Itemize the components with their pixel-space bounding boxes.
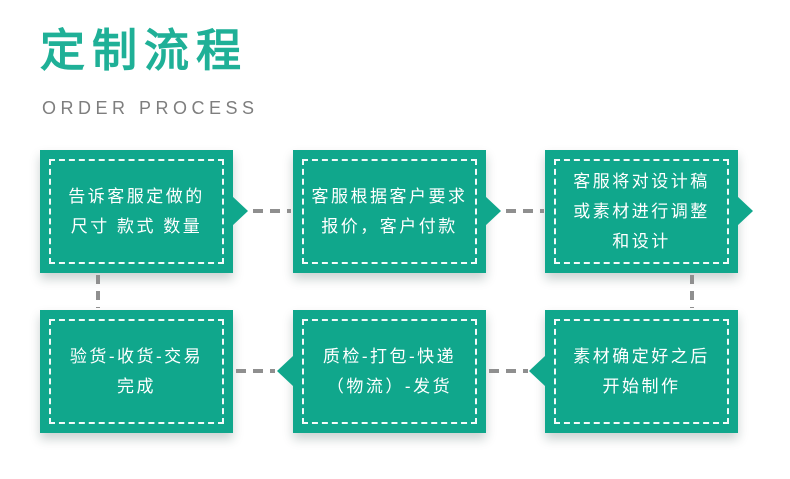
arrow-right-icon <box>232 196 248 226</box>
arrow-left-icon <box>277 356 293 386</box>
step-text-line: 完成 <box>117 376 156 396</box>
page-title: 定制流程 <box>40 25 249 76</box>
flow-step-6: 素材确定好之后 开始制作 <box>545 310 738 433</box>
page-subtitle: ORDER PROCESS <box>42 98 259 118</box>
step-text-line: 质检-打包-快递 <box>322 346 457 366</box>
dashed-connector-horizontal <box>506 209 544 213</box>
step-text-line: 或素材进行调整 <box>573 201 710 221</box>
dashed-inner-border: 告诉客服定做的 尺寸 款式 数量 <box>49 159 224 264</box>
step-text-line: 和设计 <box>612 231 671 251</box>
step-text-line: 验货-收货-交易 <box>69 346 204 366</box>
dashed-inner-border: 客服将对设计稿 或素材进行调整 和设计 <box>554 159 729 264</box>
step-text-line: 报价，客户付款 <box>321 216 458 236</box>
arrow-left-icon <box>529 356 545 386</box>
dashed-inner-border: 验货-收货-交易 完成 <box>49 319 224 424</box>
flow-step-3: 客服将对设计稿 或素材进行调整 和设计 <box>545 150 738 273</box>
flow-step-5: 质检-打包-快递 （物流）-发货 <box>293 310 486 433</box>
step-text-line: 客服根据客户要求 <box>311 186 468 206</box>
step-text-line: 素材确定好之后 <box>573 346 710 366</box>
flow-step-4: 验货-收货-交易 完成 <box>40 310 233 433</box>
step-text-line: 开始制作 <box>602 376 681 396</box>
step-text-line: 告诉客服定做的 <box>68 186 205 206</box>
flow-step-1: 告诉客服定做的 尺寸 款式 数量 <box>40 150 233 273</box>
step-text-line: （物流）-发货 <box>326 376 453 396</box>
flow-step-2: 客服根据客户要求 报价，客户付款 <box>293 150 486 273</box>
step-text-line: 客服将对设计稿 <box>573 171 710 191</box>
dashed-inner-border: 素材确定好之后 开始制作 <box>554 319 729 424</box>
dashed-inner-border: 客服根据客户要求 报价，客户付款 <box>302 159 477 264</box>
dashed-connector-horizontal <box>489 369 528 373</box>
dashed-connector-vertical <box>690 275 694 308</box>
dashed-connector-horizontal <box>236 369 275 373</box>
arrow-right-icon <box>737 196 753 226</box>
dashed-inner-border: 质检-打包-快递 （物流）-发货 <box>302 319 477 424</box>
dashed-connector-horizontal <box>253 209 291 213</box>
arrow-right-icon <box>485 196 501 226</box>
step-text-line: 尺寸 款式 数量 <box>70 216 203 236</box>
dashed-connector-vertical <box>96 275 100 308</box>
